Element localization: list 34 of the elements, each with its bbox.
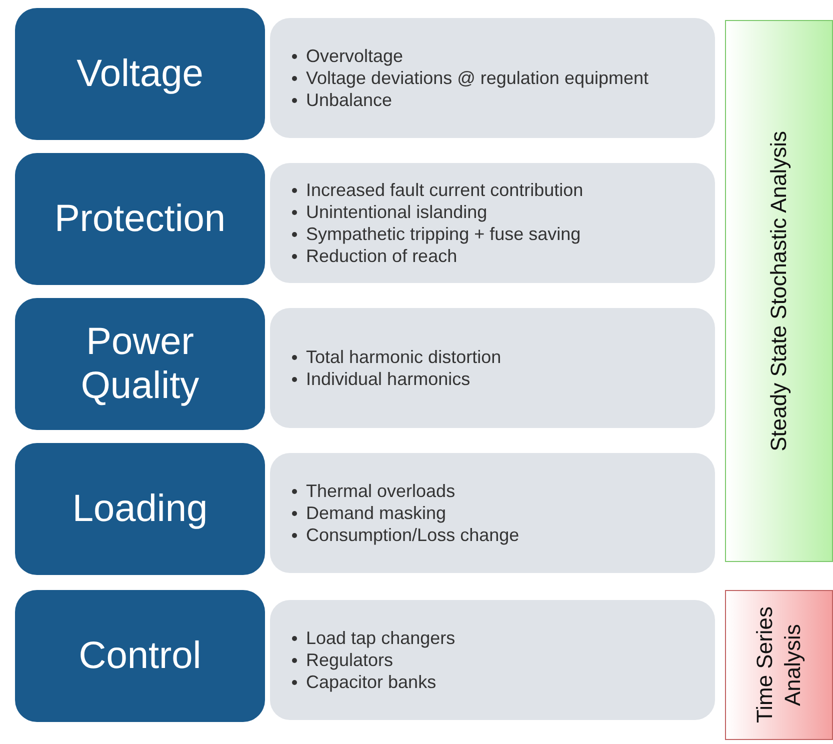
category-box — [15, 443, 265, 575]
bullet-item: Demand masking — [306, 502, 695, 524]
bullet-list-panel — [270, 308, 715, 428]
bullet-item: Unintentional islanding — [306, 201, 695, 223]
bullet-list-panel — [270, 18, 715, 138]
category-label: Power Quality — [80, 320, 200, 408]
bullet-item: Unbalance — [306, 89, 695, 111]
bullet-item: Thermal overloads — [306, 480, 695, 502]
category-label: Control — [78, 634, 202, 678]
bullet-list-panel — [270, 453, 715, 573]
category-box — [15, 153, 265, 285]
analysis-label: Time Series Analysis — [751, 606, 806, 726]
category-box — [15, 8, 265, 140]
bullet-item: Sympathetic tripping + fuse saving — [306, 223, 695, 245]
bullet-item: Load tap changers — [306, 627, 695, 649]
bullet-item: Increased fault current contribution — [306, 179, 695, 201]
bullet-item: Reduction of reach — [306, 245, 695, 267]
bullet-item: Voltage deviations @ regulation equipment — [306, 67, 695, 89]
bullet-item: Overvoltage — [306, 45, 695, 67]
category-box — [15, 298, 265, 430]
bullet-item: Consumption/Loss change — [306, 524, 695, 546]
bullet-item: Regulators — [306, 649, 695, 671]
analysis-panel — [725, 20, 833, 562]
category-label: Loading — [72, 487, 208, 531]
category-label: Protection — [54, 197, 226, 241]
bullet-item: Individual harmonics — [306, 368, 695, 390]
bullet-item: Total harmonic distortion — [306, 346, 695, 368]
category-box — [15, 590, 265, 722]
bullet-list-panel — [270, 163, 715, 283]
category-label: Voltage — [76, 52, 204, 96]
bullet-list-panel — [270, 600, 715, 720]
analysis-label: Steady State Stochastic Analysis — [765, 130, 792, 452]
bullet-item: Capacitor banks — [306, 671, 695, 693]
analysis-panel — [725, 590, 833, 740]
